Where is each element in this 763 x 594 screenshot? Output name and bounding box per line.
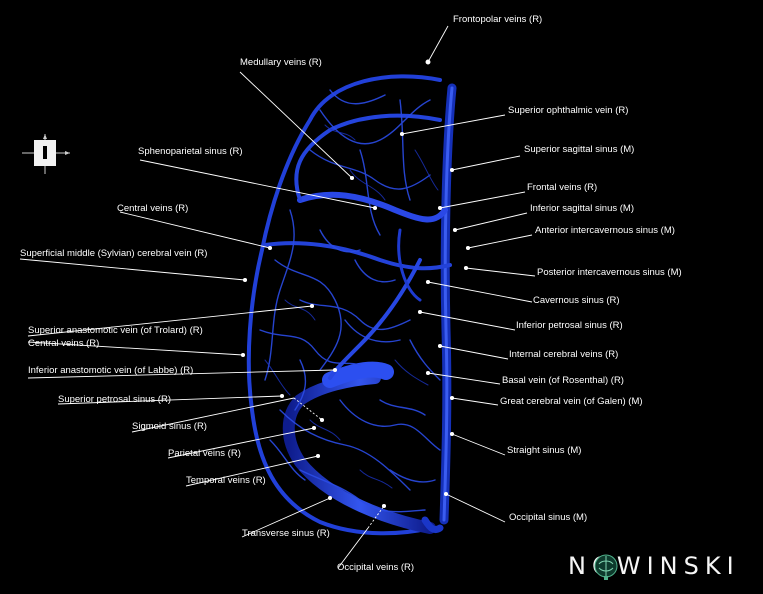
label-great-cerebral-vein: Great cerebral vein (of Galen) (M): [500, 396, 643, 407]
label-internal-cerebral-veins: Internal cerebral veins (R): [509, 349, 619, 360]
label-straight-sinus: Straight sinus (M): [507, 445, 582, 456]
label-labbe-vein: Inferior anastomotic vein (of Labbe) (R): [28, 365, 194, 376]
label-anterior-intercavernous-sinus: Anterior intercavernous sinus (M): [535, 225, 675, 236]
label-superior-sagittal-sinus: Superior sagittal sinus (M): [524, 144, 635, 155]
label-superior-petrosal-sinus: Superior petrosal sinus (R): [58, 394, 171, 405]
label-sylvian-vein: Superficial middle (Sylvian) cerebral ve…: [20, 248, 208, 259]
label-parietal-veins: Parietal veins (R): [168, 448, 241, 459]
label-sphenoparietal-sinus: Sphenoparietal sinus (R): [138, 146, 243, 157]
label-posterior-intercavernous-sinus: Posterior intercavernous sinus (M): [537, 267, 682, 278]
label-inferior-sagittal-sinus: Inferior sagittal sinus (M): [530, 203, 635, 214]
label-occipital-sinus: Occipital sinus (M): [509, 512, 588, 523]
leader-lines: [19, 25, 536, 569]
label-central-veins-upper: Central veins (R): [117, 203, 189, 214]
label-sigmoid-sinus: Sigmoid sinus (R): [132, 421, 207, 432]
brain-globe-icon: [594, 554, 618, 580]
label-trolard-vein: Superior anastomotic vein (of Trolard) (…: [28, 325, 203, 336]
label-frontal-veins: Frontal veins (R): [527, 182, 598, 193]
label-basal-vein: Basal vein (of Rosenthal) (R): [502, 375, 624, 386]
orientation-cube-face: [34, 140, 56, 166]
label-cavernous-sinus: Cavernous sinus (R): [533, 295, 620, 306]
label-transverse-sinus: Transverse sinus (R): [242, 528, 330, 539]
label-occipital-veins: Occipital veins (R): [337, 562, 415, 573]
label-superior-ophthalmic-vein: Superior ophthalmic vein (R): [508, 105, 629, 116]
label-frontopolar-veins: Frontopolar veins (R): [453, 14, 543, 25]
orientation-cube-icon[interactable]: [22, 134, 70, 174]
vessel-network: [246, 74, 457, 536]
label-inferior-petrosal-sinus: Inferior petrosal sinus (R): [516, 320, 623, 331]
label-central-veins-lower: Central veins (R): [28, 338, 100, 349]
label-temporal-veins: Temporal veins (R): [186, 475, 266, 486]
label-medullary-veins: Medullary veins (R): [240, 57, 322, 68]
